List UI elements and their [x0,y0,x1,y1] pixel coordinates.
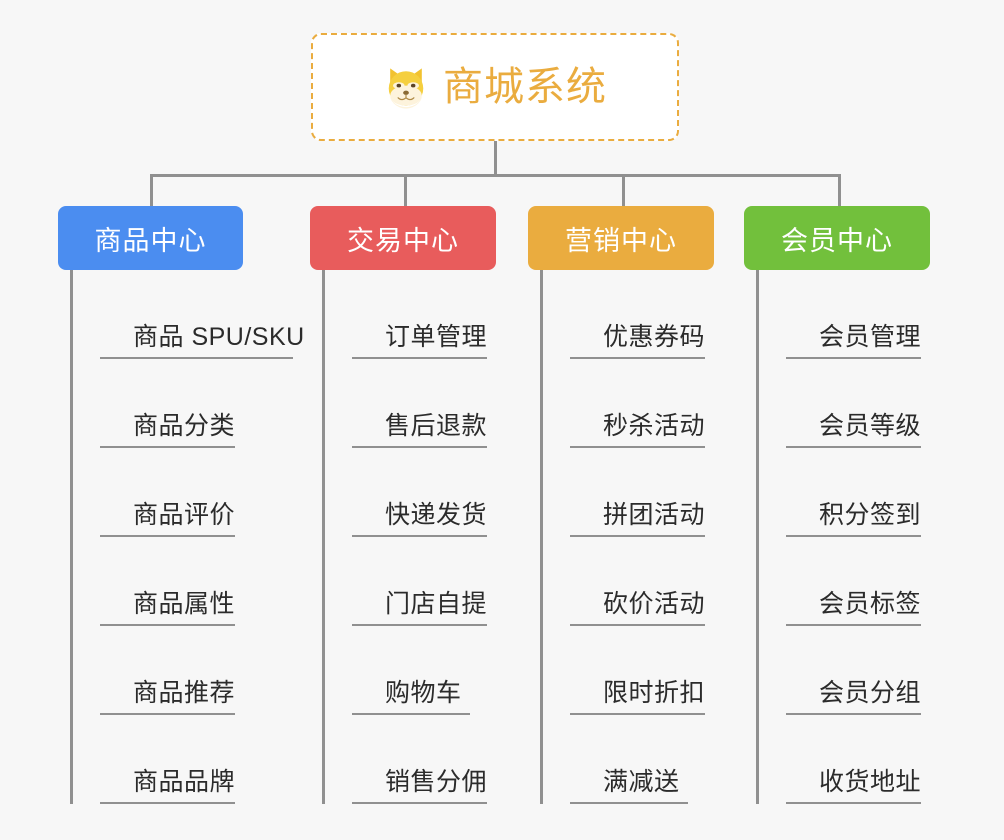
leaf-underline: 会员等级 [786,406,922,448]
category-label: 会员中心 [781,225,893,256]
list-item[interactable]: 积分签到 [759,448,960,537]
list-item[interactable]: 收货地址 [759,715,960,804]
leaf-underline: 购物车 [352,673,470,715]
list-item[interactable]: 商品属性 [73,537,296,626]
leaf-label: 商品评价 [133,501,236,529]
leaf-label: 销售分佣 [385,768,488,796]
leaf-list-product: 商品 SPU/SKU 商品分类 商品评价 商品属性 商品推荐 商品品牌 [70,270,305,804]
leaf-underline: 砍价活动 [570,584,706,626]
leaf-underline: 商品推荐 [100,673,236,715]
leaf-label: 会员标签 [819,590,922,618]
shiba-dog-face-icon [388,68,424,109]
leaf-label: 收货地址 [819,768,922,796]
connector-horizontal-bus [150,174,841,177]
leaf-label: 门店自提 [385,590,488,618]
leaf-label: 订单管理 [385,323,488,351]
list-item[interactable]: 拼团活动 [543,448,744,537]
leaf-underline: 限时折扣 [570,673,706,715]
leaf-label: 满减送 [603,768,680,796]
leaf-list-member: 会员管理 会员等级 积分签到 会员标签 会员分组 收货地址 [756,270,960,804]
connector-drop-2 [404,174,407,206]
leaf-underline: 会员标签 [786,584,922,626]
list-item[interactable]: 限时折扣 [543,626,744,715]
leaf-underline: 商品评价 [100,495,236,537]
list-item[interactable]: 满减送 [543,715,744,804]
list-item[interactable]: 会员标签 [759,537,960,626]
leaf-underline: 会员管理 [786,317,922,359]
branch-column-product: 商品中心 商品 SPU/SKU 商品分类 商品评价 商品属性 商品推荐 商品品牌 [58,206,305,804]
list-item[interactable]: 购物车 [325,626,526,715]
leaf-list-marketing: 优惠券码 秒杀活动 拼团活动 砍价活动 限时折扣 满减送 [540,270,744,804]
list-item[interactable]: 砍价活动 [543,537,744,626]
leaf-label: 商品属性 [133,590,236,618]
list-item[interactable]: 商品评价 [73,448,296,537]
root-node[interactable]: 商城系统 [311,33,679,141]
leaf-underline: 订单管理 [352,317,488,359]
leaf-label: 会员管理 [819,323,922,351]
leaf-underline: 商品 SPU/SKU [100,317,305,359]
list-item[interactable]: 秒杀活动 [543,359,744,448]
leaf-underline: 商品分类 [100,406,236,448]
leaf-label: 会员等级 [819,412,922,440]
leaf-underline: 积分签到 [786,495,922,537]
list-item[interactable]: 优惠券码 [543,270,744,359]
leaf-underline: 收货地址 [786,762,922,804]
connector-drop-3 [622,174,625,206]
list-item[interactable]: 会员分组 [759,626,960,715]
category-label: 营销中心 [565,225,677,256]
branch-column-marketing: 营销中心 优惠券码 秒杀活动 拼团活动 砍价活动 限时折扣 满减送 [528,206,744,804]
leaf-underline: 会员分组 [786,673,922,715]
list-item[interactable]: 销售分佣 [325,715,526,804]
leaf-label: 拼团活动 [603,501,706,529]
leaf-label: 商品 SPU/SKU [133,323,305,351]
category-header-product[interactable]: 商品中心 [58,206,243,270]
leaf-underline: 售后退款 [352,406,488,448]
leaf-label: 购物车 [385,679,462,707]
list-item[interactable]: 订单管理 [325,270,526,359]
list-item[interactable]: 商品品牌 [73,715,296,804]
list-item[interactable]: 售后退款 [325,359,526,448]
list-item[interactable]: 商品 SPU/SKU [73,270,305,359]
leaf-underline: 秒杀活动 [570,406,706,448]
list-item[interactable]: 会员管理 [759,270,960,359]
leaf-label: 积分签到 [819,501,922,529]
leaf-label: 商品推荐 [133,679,236,707]
leaf-label: 商品品牌 [133,768,236,796]
leaf-label: 优惠券码 [603,323,706,351]
leaf-underline: 优惠券码 [570,317,706,359]
leaf-label: 秒杀活动 [603,412,706,440]
category-label: 交易中心 [347,225,459,256]
leaf-label: 商品分类 [133,412,236,440]
leaf-label: 会员分组 [819,679,922,707]
list-item[interactable]: 快递发货 [325,448,526,537]
leaf-underline: 门店自提 [352,584,488,626]
root-title: 商城系统 [443,65,607,109]
leaf-underline: 拼团活动 [570,495,706,537]
leaf-label: 限时折扣 [603,679,706,707]
list-item[interactable]: 门店自提 [325,537,526,626]
leaf-label: 快递发货 [385,501,488,529]
category-header-member[interactable]: 会员中心 [744,206,930,270]
leaf-underline: 快递发货 [352,495,488,537]
leaf-label: 砍价活动 [603,590,706,618]
category-header-trade[interactable]: 交易中心 [310,206,496,270]
leaf-underline: 满减送 [570,762,688,804]
connector-drop-1 [150,174,153,206]
list-item[interactable]: 商品分类 [73,359,296,448]
branch-column-member: 会员中心 会员管理 会员等级 积分签到 会员标签 会员分组 收货地址 [744,206,960,804]
list-item[interactable]: 商品推荐 [73,626,296,715]
connector-root-stem [494,141,497,174]
category-header-marketing[interactable]: 营销中心 [528,206,714,270]
leaf-list-trade: 订单管理 售后退款 快递发货 门店自提 购物车 销售分佣 [322,270,526,804]
leaf-label: 售后退款 [385,412,488,440]
leaf-underline: 销售分佣 [352,762,488,804]
leaf-underline: 商品品牌 [100,762,236,804]
leaf-underline: 商品属性 [100,584,236,626]
connector-drop-4 [838,174,841,206]
branch-column-trade: 交易中心 订单管理 售后退款 快递发货 门店自提 购物车 销售分佣 [310,206,526,804]
list-item[interactable]: 会员等级 [759,359,960,448]
category-label: 商品中心 [94,225,207,256]
